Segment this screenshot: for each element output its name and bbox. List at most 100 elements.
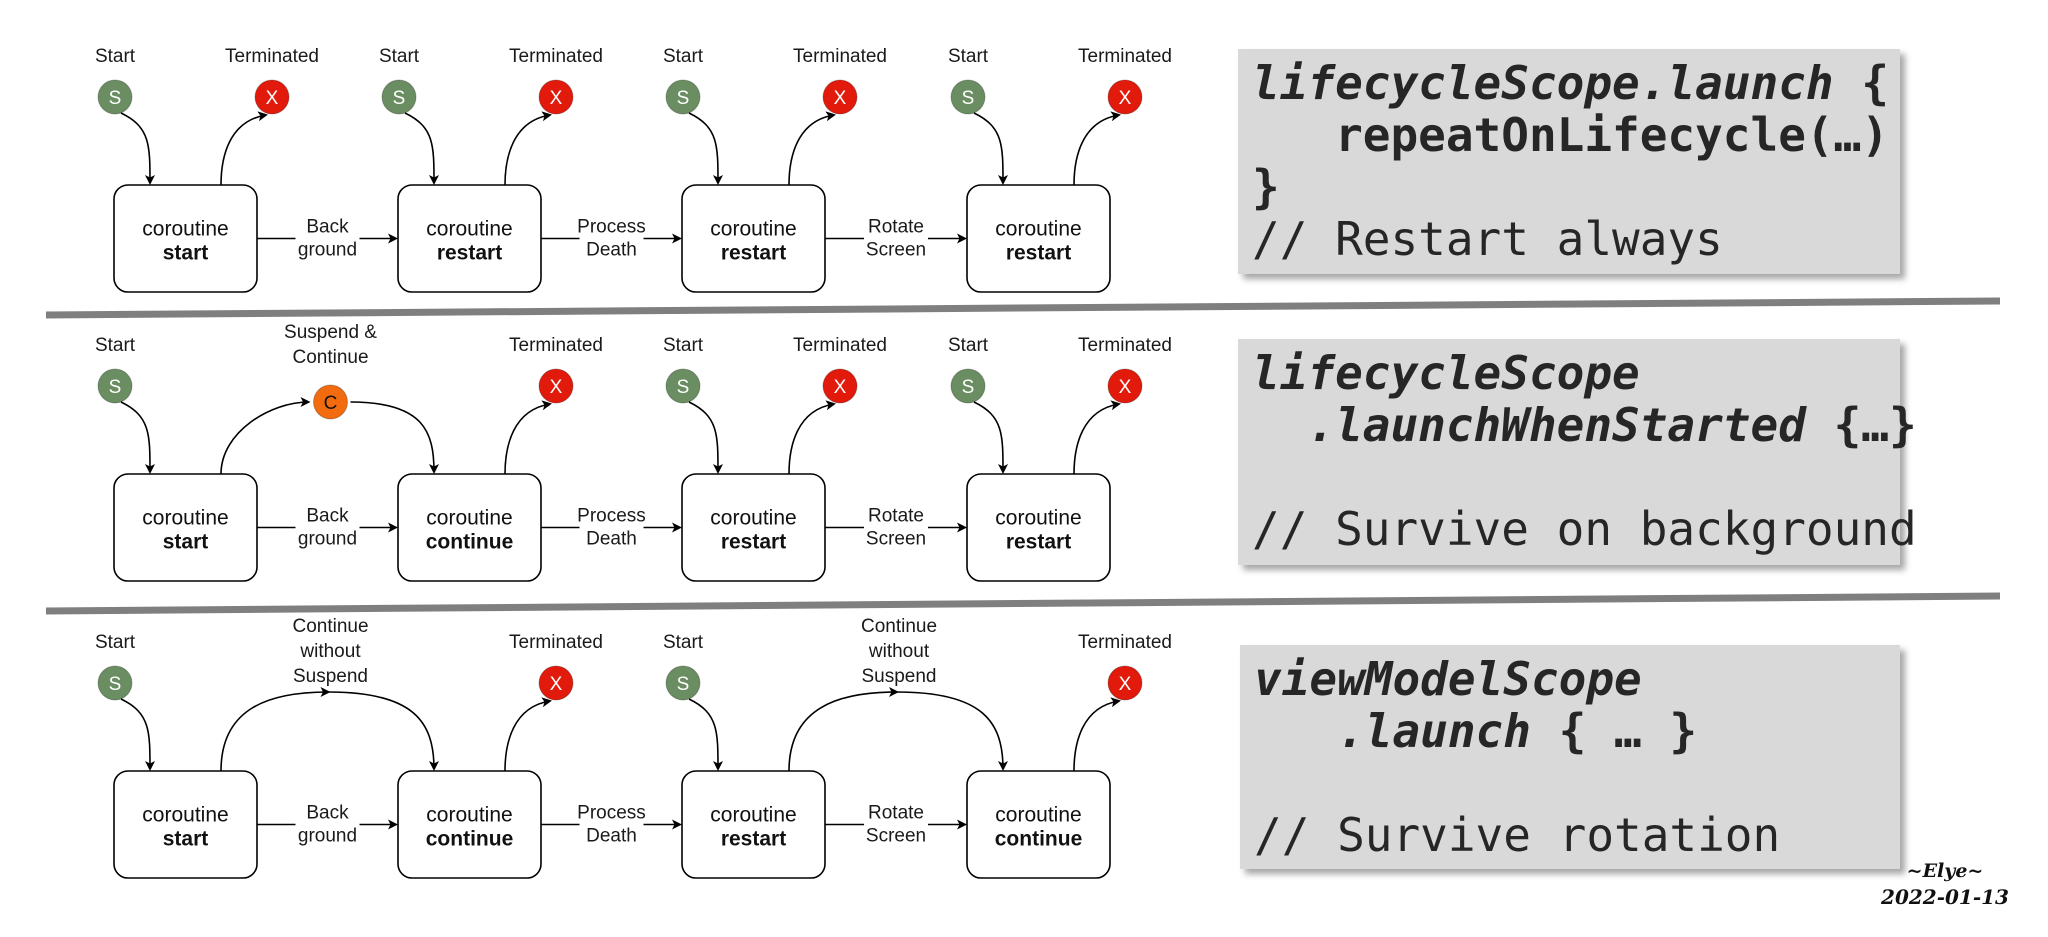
signature-author: ~Elye~ (1906, 860, 1984, 882)
bridge-label-line3: Suspend (293, 666, 368, 687)
code-token: { (1833, 56, 1889, 110)
svg-text:X: X (550, 88, 563, 109)
svg-text:C: C (324, 393, 338, 414)
terminated-icon: X (538, 79, 574, 115)
start-icon: S (97, 79, 133, 115)
transition-label-line1: Process (577, 803, 646, 824)
start-label: Start (95, 632, 136, 653)
svg-text:S: S (677, 88, 690, 109)
lifecycle-row-survive-rotation: coroutinestartStartScoroutinecontinueTer… (95, 616, 1172, 879)
start-arrow (973, 401, 1008, 474)
bridge-label-line1: Continue (861, 616, 937, 637)
code-line: repeatOnLifecycle(…) (1252, 109, 1900, 161)
state-box-line2: start (163, 531, 209, 554)
start-arrow (120, 698, 155, 771)
transition-label-line1: Back (306, 803, 349, 824)
terminated-label: Terminated (1078, 335, 1172, 356)
terminated-label: Terminated (793, 335, 887, 356)
terminate-arrow (1073, 400, 1121, 475)
svg-text:X: X (834, 377, 847, 398)
terminated-icon: X (538, 665, 574, 701)
terminated-icon: X (1107, 665, 1143, 701)
terminated-icon: X (538, 368, 574, 404)
terminate-arrow (788, 111, 836, 186)
state-box-line2: start (163, 242, 209, 265)
lifecycle-row-survive-background: coroutinestartStartScoroutinecontinueTer… (95, 322, 1172, 582)
code-line: // Survive rotation (1254, 809, 1900, 861)
start-label: Start (95, 46, 136, 67)
state-box-line1: coroutine (142, 804, 228, 827)
start-icon: S (665, 79, 701, 115)
start-arrow (688, 698, 723, 771)
terminated-label: Terminated (1078, 632, 1172, 653)
svg-text:X: X (834, 88, 847, 109)
transition-label-line2: ground (298, 529, 357, 550)
state-box-line1: coroutine (995, 804, 1081, 827)
bridge-label-line1: Suspend & (284, 322, 377, 343)
state-box-line1: coroutine (995, 507, 1081, 530)
state-box-line2: restart (437, 242, 502, 265)
state-box-line1: coroutine (426, 804, 512, 827)
transition-label-line1: Process (577, 217, 646, 238)
start-arrow (973, 112, 1008, 185)
bridge-label-line2: without (299, 641, 361, 662)
code-snippet-survive-rotation: viewModelScope .launch { … }// Survive r… (1240, 645, 1900, 869)
state-box-line2: continue (426, 828, 514, 851)
svg-text:X: X (1119, 377, 1132, 398)
state-box-line2: restart (1006, 242, 1071, 265)
code-token: {…} (1805, 398, 1917, 452)
start-label: Start (379, 46, 420, 67)
state-box-line1: coroutine (710, 804, 796, 827)
code-token: // Survive rotation (1254, 808, 1781, 862)
terminated-label: Terminated (793, 46, 887, 67)
code-snippet-survive-background: lifecycleScope .launchWhenStarted {…}// … (1238, 339, 1917, 565)
transition-label-line1: Rotate (868, 506, 924, 527)
terminated-icon: X (254, 79, 290, 115)
bridge-label-line3: Suspend (861, 666, 936, 687)
svg-text:X: X (1119, 88, 1132, 109)
state-box-line1: coroutine (995, 218, 1081, 241)
terminated-icon: X (822, 79, 858, 115)
start-label: Start (663, 46, 704, 67)
start-icon: S (381, 79, 417, 115)
terminated-icon: X (1107, 79, 1143, 115)
svg-text:S: S (109, 377, 122, 398)
code-line: lifecycleScope (1252, 347, 1900, 399)
terminated-label: Terminated (509, 46, 603, 67)
transition-label-line1: Back (306, 506, 349, 527)
code-token: // Restart always (1252, 212, 1723, 266)
state-box-line2: continue (995, 828, 1083, 851)
state-box-line1: coroutine (426, 218, 512, 241)
terminated-icon: X (1107, 368, 1143, 404)
transition-label-line1: Rotate (868, 803, 924, 824)
code-token: } (1252, 160, 1280, 214)
svg-text:S: S (677, 377, 690, 398)
start-label: Start (948, 335, 989, 356)
state-box-line1: coroutine (142, 507, 228, 530)
transition-label-line1: Back (306, 217, 349, 238)
transition-label-line2: Screen (866, 240, 926, 261)
start-arrow (120, 401, 155, 474)
terminate-arrow (504, 111, 552, 186)
svg-text:X: X (266, 88, 279, 109)
terminated-label: Terminated (1078, 46, 1172, 67)
code-line: } (1252, 161, 1900, 213)
start-label: Start (948, 46, 989, 67)
lifecycle-row-restart-always: coroutinestartStartSTerminatedXcoroutine… (95, 46, 1172, 293)
